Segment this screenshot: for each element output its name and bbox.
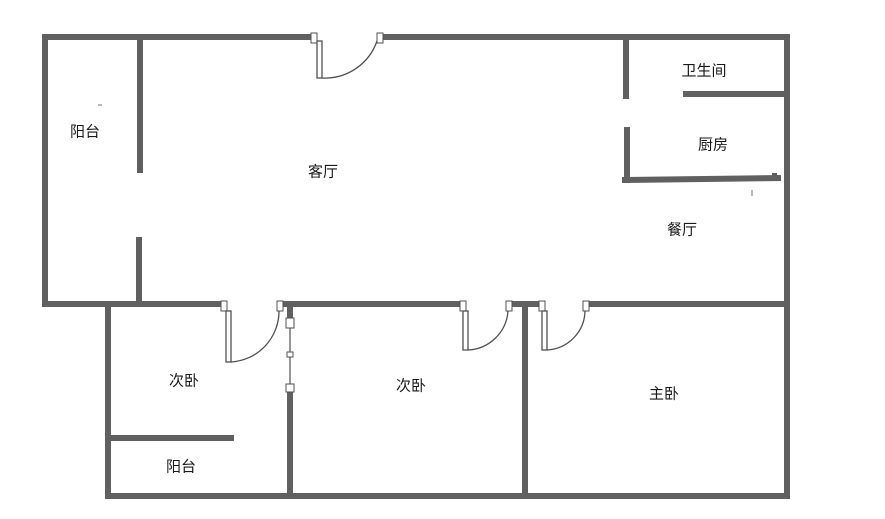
middle-bedroom-door [459, 300, 513, 351]
sliding-door-stop [286, 351, 294, 358]
door-leaf [462, 310, 469, 351]
door-leaf [541, 310, 548, 351]
room-label-balcony-west: 阳台 [70, 123, 100, 141]
door-jamb [276, 300, 284, 312]
minor-marks [98, 104, 777, 196]
room-label-master-bedroom: 主卧 [649, 385, 679, 403]
room-label-kitchen: 厨房 [698, 136, 728, 154]
door-jamb [220, 300, 228, 312]
door-jamb [538, 300, 546, 312]
walls [42, 34, 790, 499]
door-swing-arc [321, 40, 378, 79]
master-bedroom-door [538, 300, 590, 351]
balcony-partition [136, 39, 143, 303]
door-jamb [310, 32, 318, 44]
door-jamb [285, 383, 295, 393]
room-label-second-bedroom-left: 次卧 [169, 372, 199, 390]
door-leaf [316, 40, 323, 79]
room-label-balcony-south: 阳台 [166, 458, 196, 476]
door-jamb [459, 300, 467, 312]
left-bedroom-door [220, 300, 284, 363]
door-swing-arc [467, 310, 509, 351]
corner-block [772, 173, 777, 178]
room-labels: 阳台 客厅 卫生间 厨房 餐厅 次卧 次卧 主卧 阳台 [70, 62, 728, 476]
door-jamb [285, 317, 295, 329]
room-label-dining-room: 餐厅 [667, 221, 697, 239]
door-swing-arc [546, 310, 586, 351]
room-label-bathroom: 卫生间 [681, 62, 726, 80]
door-leaf [225, 310, 232, 363]
room-label-second-bedroom-middle: 次卧 [396, 377, 426, 395]
kitchen-south-wall [621, 174, 782, 184]
door-jamb [376, 32, 384, 44]
door-jamb [582, 300, 590, 312]
sliding-door [285, 317, 295, 393]
entrance-door [310, 32, 384, 79]
doors [220, 32, 590, 393]
door-swing-arc [230, 310, 280, 363]
room-label-living-room: 客厅 [308, 163, 338, 181]
door-jamb [505, 300, 513, 312]
